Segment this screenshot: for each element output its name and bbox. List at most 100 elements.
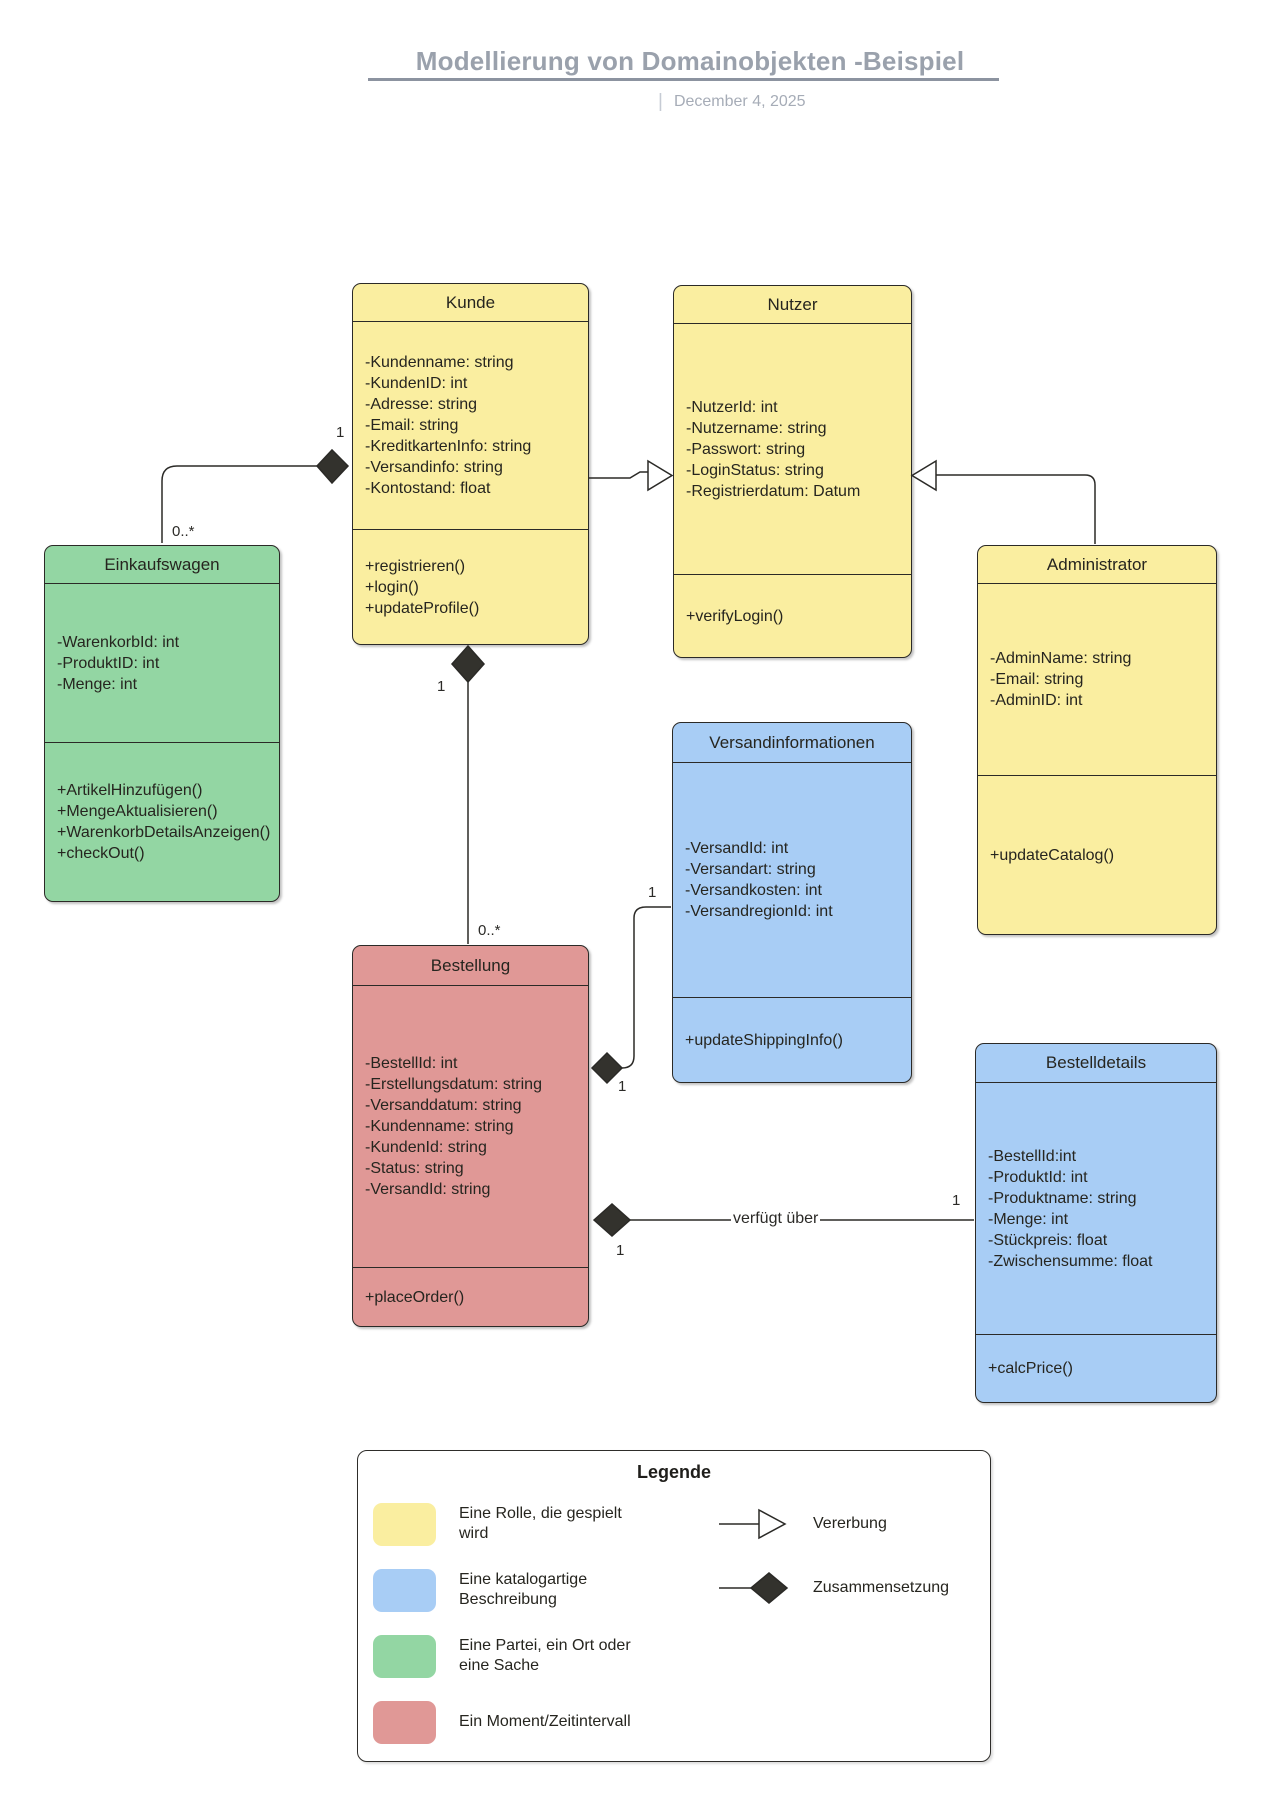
multiplicity-label: 1 xyxy=(437,678,446,695)
class-attributes: -AdminName: string -Email: string -AdminID… xyxy=(978,584,1216,775)
member-line: -Status: string xyxy=(365,1160,464,1177)
member-line: -Menge: int xyxy=(988,1210,1069,1228)
member-line: -ProduktID: int xyxy=(57,654,160,672)
member-line: -ProduktId: int xyxy=(988,1168,1088,1186)
member-line: -Versandinfo: string xyxy=(365,459,503,476)
class-nutzer: Nutzer -NutzerId: int-Nutzername: string… xyxy=(673,285,912,658)
class-methods: +placeOrder() xyxy=(353,1267,588,1326)
date-row: | December 4, 2025 xyxy=(658,92,806,112)
composition-diamond-icon xyxy=(592,1202,632,1238)
member-line: -Menge: int xyxy=(57,675,138,693)
date-separator: | xyxy=(658,91,663,112)
member-line: -KreditkartenInfo: string xyxy=(365,438,532,455)
member-line: +updateProfile() xyxy=(365,599,480,617)
multiplicity-label: 1 xyxy=(336,424,345,441)
member-line: -KundenID: int xyxy=(365,375,468,392)
legend-composition-row: Zusammensetzung xyxy=(719,1571,949,1605)
class-attributes: -BestellId: int -Erstellungsdatum: string… xyxy=(353,986,545,1267)
multiplicity-label: 0..* xyxy=(172,523,195,540)
legend-swatch-party xyxy=(373,1635,436,1678)
class-attributes: -Kundenname: string -KundenID: int -Adress… xyxy=(353,322,588,529)
member-line: -VersandId: int xyxy=(685,840,789,857)
multiplicity-label: 1 xyxy=(616,1242,625,1259)
composition-diamond-icon xyxy=(315,448,350,485)
legend-label: Eine katalogartige Beschreibung xyxy=(459,1571,588,1608)
member-line: -Versandart: string xyxy=(685,861,816,878)
legend-connector-label: Vererbung xyxy=(813,1515,887,1532)
class-attributes: -NutzerId: int-Nutzername: string-Passwo… xyxy=(674,324,911,574)
member-line: +checkOut() xyxy=(57,845,145,862)
multiplicity-label: 1 xyxy=(648,884,657,901)
class-methods: +registrieren()+login()+updateProfile() xyxy=(353,529,588,644)
member-line: -Zwischensumme: float xyxy=(988,1252,1153,1270)
member-line: -Email: string xyxy=(365,417,459,434)
member-line: +WarenkorbDetailsAnzeigen() xyxy=(57,824,271,841)
member-line: +MengeAktualisieren() xyxy=(57,803,218,820)
member-line: -AdminID: int xyxy=(990,692,1083,709)
class-title: Bestelldetails xyxy=(976,1044,1216,1083)
title-underline xyxy=(368,78,999,81)
member-line: -Versanddatum: string xyxy=(365,1097,522,1114)
class-title: Nutzer xyxy=(674,286,911,324)
member-line: -BestellId:int xyxy=(988,1147,1077,1165)
member-line: -Stückpreis: float xyxy=(988,1231,1108,1249)
multiplicity-label: 0..* xyxy=(478,922,501,939)
member-line: -Produktname: string xyxy=(988,1189,1137,1207)
legend-swatch-catalog xyxy=(373,1569,436,1612)
legend-swatch-moment xyxy=(373,1701,436,1744)
class-einkaufswagen: Einkaufswagen -WarenkorbId: int -ProduktI… xyxy=(44,545,280,902)
member-line: -AdminName: string xyxy=(990,650,1132,667)
member-line: +verifyLogin() xyxy=(686,607,784,625)
class-kunde: Kunde -Kundenname: string-KundenID: int-… xyxy=(352,283,589,645)
multiplicity-label: 1 xyxy=(952,1192,961,1209)
member-line: -BestellId: int xyxy=(365,1055,458,1072)
member-line: +login() xyxy=(365,578,419,596)
legend: Legende Eine Rolle, die gespielt wird Ei… xyxy=(357,1450,991,1762)
association-label: verfügt über xyxy=(731,1210,821,1228)
legend-swatch-role xyxy=(373,1503,436,1546)
class-methods: +calcPrice() xyxy=(976,1334,1216,1402)
connector-line xyxy=(621,906,671,1069)
member-line: -Kundenname: string xyxy=(365,1118,514,1135)
class-methods: +verifyLogin() xyxy=(674,574,911,657)
legend-label: Eine Rolle, die gespielt wird xyxy=(459,1505,622,1542)
class-administrator: Administrator -AdminName: string -Email: … xyxy=(977,545,1217,935)
class-attributes: -BestellId:int -ProduktId: int -Produktnam… xyxy=(976,1083,1216,1334)
class-title: Kunde xyxy=(353,284,588,322)
member-line: -Erstellungsdatum: string xyxy=(365,1076,542,1093)
member-line: -Email: string xyxy=(990,671,1084,688)
class-title: Administrator xyxy=(978,546,1216,584)
member-line: -Versandkosten: int xyxy=(685,882,822,899)
inheritance-triangle-icon xyxy=(910,459,937,492)
legend-connector-label: Zusammensetzung xyxy=(813,1579,950,1596)
member-line: -LoginStatus: string xyxy=(686,461,824,479)
member-line: -Adresse: string xyxy=(365,396,478,413)
member-line: -KundenId: string xyxy=(365,1139,487,1156)
connector-line xyxy=(936,474,1096,544)
member-line: +placeOrder() xyxy=(365,1288,465,1306)
legend-inheritance-row: Vererbung xyxy=(719,1507,887,1541)
legend-label: Ein Moment/Zeitintervall xyxy=(459,1713,631,1730)
member-line: +updateCatalog() xyxy=(990,846,1115,864)
composition-diamond-icon xyxy=(719,1572,789,1604)
class-versandinformationen: Versandinformationen -VersandId: int -Ver… xyxy=(672,722,912,1083)
class-title: Versandinformationen xyxy=(673,723,911,763)
multiplicity-label: 1 xyxy=(618,1078,627,1095)
member-line: -Registrierdatum: Datum xyxy=(686,482,861,500)
class-attributes: -WarenkorbId: int -ProduktID: int -Menge: … xyxy=(45,584,279,742)
member-line: -Passwort: string xyxy=(686,440,806,458)
class-methods: +ArtikelHinzufügen()+MengeAktualisieren(… xyxy=(45,742,279,901)
inheritance-arrow-icon xyxy=(719,1508,787,1540)
class-methods: +updateCatalog() xyxy=(978,775,1216,934)
connector-line xyxy=(589,471,648,479)
member-line: -WarenkorbId: int xyxy=(57,633,180,651)
member-line: -NutzerId: int xyxy=(686,398,778,416)
legend-label: Eine Partei, ein Ort oder eine Sache xyxy=(459,1637,631,1674)
class-title: Einkaufswagen xyxy=(45,546,279,584)
class-bestelldetails: Bestelldetails -BestellId:int -ProduktId:… xyxy=(975,1043,1217,1403)
inheritance-triangle-icon xyxy=(647,459,674,492)
member-line: -Kundenname: string xyxy=(365,354,514,371)
composition-diamond-icon xyxy=(450,644,486,684)
member-line: -VersandId: string xyxy=(365,1181,491,1198)
